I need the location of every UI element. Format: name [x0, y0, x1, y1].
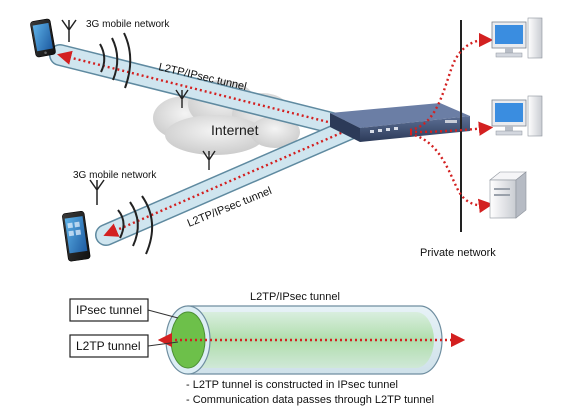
- signal-waves-top: [99, 32, 132, 89]
- note-line-1: - L2TP tunnel is constructed in IPsec tu…: [186, 379, 398, 391]
- legend-tunnel: [157, 305, 466, 375]
- l2tp-callout-line: [147, 341, 179, 347]
- ipsec-callout-line: [147, 309, 179, 319]
- desktop-computer-icon: [491, 95, 543, 137]
- lower-tunnel: [95, 117, 363, 246]
- network-label-top: 3G mobile network: [86, 19, 170, 30]
- l2tp-callout-box: [69, 334, 149, 358]
- antenna-icon: [61, 19, 77, 42]
- ipsec-callout-label: IPsec tunnel: [76, 303, 142, 317]
- smartphone-icon: [62, 211, 91, 262]
- server-icon: [489, 171, 527, 219]
- note-line-2: - Communication data passes through L2TP…: [186, 394, 434, 406]
- legend-title: L2TP/IPsec tunnel: [250, 291, 340, 303]
- antenna-icon: [89, 179, 105, 205]
- l2tp-callout-label: L2TP tunnel: [76, 339, 141, 353]
- antenna-icon: [175, 89, 189, 108]
- network-label-mid: 3G mobile network: [73, 170, 157, 181]
- signal-waves-mid: [117, 195, 153, 255]
- internet-label: Internet: [211, 122, 259, 138]
- smartphone-icon: [30, 18, 56, 58]
- private-network-label: Private network: [420, 247, 496, 259]
- upper-tunnel: [49, 44, 363, 139]
- router-icon: [330, 103, 470, 142]
- desktop-computer-icon: [491, 17, 543, 59]
- ipsec-callout-box: [69, 298, 149, 322]
- antenna-icon: [202, 150, 216, 170]
- lan-arrows: [409, 32, 494, 214]
